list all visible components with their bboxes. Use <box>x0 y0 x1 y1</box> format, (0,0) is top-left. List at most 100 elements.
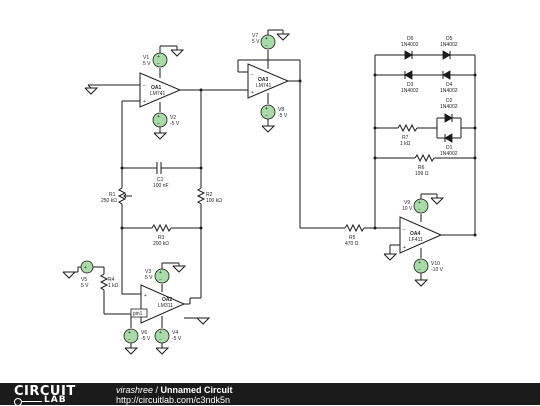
svg-text:−: − <box>403 227 406 233</box>
r5-value: 470 Ω <box>345 241 359 247</box>
diode-d1[interactable]: D1 1N4002 <box>437 133 461 157</box>
r1-value: 250 kΩ <box>101 198 117 204</box>
diode-d3[interactable]: D3 1N4002 <box>401 70 419 94</box>
v7-value: 5 V <box>252 39 260 45</box>
opamp-oa2[interactable]: + − OA2 LM311 <box>140 284 186 324</box>
svg-text:+: + <box>265 106 268 112</box>
logo-lab: LAB <box>44 395 67 405</box>
author-link[interactable]: virashree <box>116 385 154 395</box>
source-v9[interactable]: +− V9 10 V <box>402 193 445 222</box>
svg-text:+: + <box>144 293 147 299</box>
r7-value: 1 kΩ <box>400 141 411 147</box>
d4-name: D4 <box>446 82 453 88</box>
circuit-url[interactable]: http://circuitlab.com/c3ndk5n <box>116 395 231 405</box>
r6-name: R6 <box>418 165 425 171</box>
logo-circuit: CIRCUIT <box>14 384 76 399</box>
diode-d4[interactable]: D4 1N4002 <box>440 70 458 94</box>
opamp-oa4[interactable]: − + OA4 LF411 <box>399 216 443 254</box>
resistor-r7[interactable]: R7 1 kΩ <box>397 123 437 147</box>
title-separator: / <box>153 385 161 395</box>
resistor-r1[interactable]: R1 250 kΩ <box>101 168 132 228</box>
d1-name: D1 <box>446 145 453 151</box>
source-v2[interactable]: +− V2 -5 V <box>152 102 180 140</box>
source-v1[interactable]: +− V1 5 V <box>143 45 185 78</box>
svg-text:+: + <box>143 99 146 105</box>
d3-name: D3 <box>407 82 414 88</box>
svg-text:+: + <box>418 200 421 206</box>
schematic: − + OA1 LM741 +− V1 5 V +− V2 -5 V C1 10… <box>62 29 477 355</box>
resistor-r3[interactable]: R3 200 kΩ <box>122 223 201 247</box>
r1-name: R1 <box>109 192 116 198</box>
resistor-r6[interactable]: R6 199 Ω <box>375 153 475 177</box>
capacitor-c1[interactable]: C1 100 nF <box>122 162 201 189</box>
svg-text:+: + <box>418 260 421 266</box>
v2-value: -5 V <box>170 121 180 127</box>
diode-d5[interactable]: D5 1N4002 <box>440 36 458 60</box>
source-v6[interactable]: +− V6 -5 V <box>123 313 151 355</box>
v10-value: -10 V <box>431 267 444 273</box>
svg-text:+: + <box>128 330 131 336</box>
r4-value: 1 kΩ <box>108 283 119 289</box>
d2-model: 1N4002 <box>440 104 458 110</box>
d4-model: 1N4002 <box>440 88 458 94</box>
oa2-name: OA2 <box>162 297 173 303</box>
r6-value: 199 Ω <box>415 171 429 177</box>
svg-text:−: − <box>157 121 160 127</box>
v3-name: V3 <box>145 269 151 275</box>
v7-name: V7 <box>252 33 258 39</box>
v8-name: V8 <box>278 107 284 113</box>
diode-d6[interactable]: D6 1N4002 <box>401 36 419 60</box>
svg-text:−: − <box>157 61 160 67</box>
svg-text:−: − <box>265 43 268 49</box>
source-v10[interactable]: +− V10 -10 V <box>413 248 444 287</box>
oa4-model: LF411 <box>409 237 423 243</box>
r5-name: R5 <box>349 235 356 241</box>
source-v4[interactable]: +− V4 -5 V <box>154 316 182 355</box>
source-v5[interactable]: + V5 5 V <box>62 260 104 289</box>
oa2-model: LM311 <box>158 303 173 309</box>
d1-model: 1N4002 <box>440 151 458 157</box>
author-title: virashree / Unnamed Circuit <box>116 385 233 395</box>
svg-text:+: + <box>84 265 87 271</box>
v1-name: V1 <box>143 55 149 61</box>
d2-name: D2 <box>446 98 453 104</box>
resistor-r2[interactable]: R2 100 kΩ <box>196 168 222 228</box>
probe-pin1[interactable]: pin1 <box>130 308 148 318</box>
opamp-oa1[interactable]: − + OA1 LM741 <box>139 72 182 108</box>
svg-text:+: + <box>159 270 162 276</box>
svg-text:−: − <box>418 267 421 273</box>
svg-text:−: − <box>159 277 162 283</box>
svg-text:−: − <box>143 83 146 89</box>
v10-name: V10 <box>431 261 440 267</box>
svg-text:−: − <box>128 337 131 343</box>
svg-text:+: + <box>159 330 162 336</box>
svg-text:+: + <box>251 90 254 96</box>
v1-value: 5 V <box>143 61 151 67</box>
svg-text:+: + <box>157 54 160 60</box>
resistor-r4[interactable]: R4 1 kΩ <box>99 267 131 315</box>
source-v3[interactable]: +− V3 5 V <box>145 262 187 292</box>
v9-value: 10 V <box>402 206 413 212</box>
diode-d2[interactable]: D2 1N4002 <box>437 98 461 123</box>
source-v7[interactable]: +− V7 5 V <box>252 29 291 69</box>
v8-value: -5 V <box>278 113 288 119</box>
v3-value: 5 V <box>145 275 153 281</box>
source-v8[interactable]: +− V8 -5 V <box>260 93 288 133</box>
r2-name: R2 <box>206 192 213 198</box>
svg-text:−: − <box>265 113 268 119</box>
svg-text:−: − <box>159 337 162 343</box>
v9-name: V9 <box>404 200 410 206</box>
logo-line-icon <box>22 401 42 402</box>
circuit-title: Unnamed Circuit <box>160 385 233 395</box>
oa1-name: OA1 <box>151 85 162 91</box>
probe-label: pin1 <box>133 311 143 317</box>
oa4-name: OA4 <box>410 231 421 237</box>
opamp-oa3[interactable]: − + OA3 LM741 <box>247 63 290 99</box>
oa3-model: LM741 <box>256 83 272 89</box>
d6-name: D6 <box>407 36 414 42</box>
resistor-r5[interactable]: R5 470 Ω <box>344 223 375 247</box>
d3-model: 1N4002 <box>401 88 419 94</box>
v4-name: V4 <box>172 330 178 336</box>
r4-name: R4 <box>108 277 115 283</box>
